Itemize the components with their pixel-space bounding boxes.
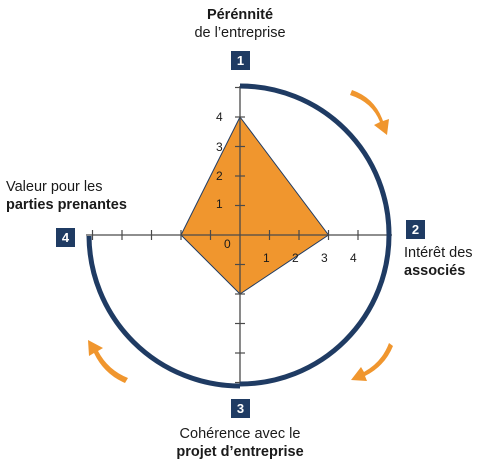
vertical-tick-label-4: 4 [216,110,223,124]
origin-label: 0 [224,237,231,251]
axis-number-badge-3: 3 [231,399,250,418]
axis-number-badge-1: 1 [231,51,250,70]
clockwise-arrow-icon [350,90,389,135]
horizontal-tick-label-2: 2 [292,251,299,265]
profile-polygon [180,116,330,295]
horizontal-tick-label-3: 3 [321,251,328,265]
frame-arc-right [239,83,392,387]
axis-label-interet-associes: Intérêt des associés [404,245,473,279]
axis-number-badge-2: 2 [406,220,425,239]
horizontal-tick-label-4: 4 [350,251,357,265]
axis-label-perennite: Pérénnité de l’entreprise [194,7,286,41]
vertical-tick-label-3: 3 [216,140,223,154]
axis-label-parties-prenantes: Valeur pour les parties prenantes [6,179,127,213]
axis-number-badge-4: 4 [56,228,75,247]
vertical-tick-label-1: 1 [216,197,223,211]
axis-label-coherence-projet: Cohérence avec le projet d’entreprise [176,426,304,460]
horizontal-tick-label-1: 1 [263,251,270,265]
vertical-tick-label-2: 2 [216,169,223,183]
clockwise-arrow-icon [351,343,393,381]
clockwise-arrow-icon [88,340,128,383]
frame-arc-bottom-left [86,235,241,389]
